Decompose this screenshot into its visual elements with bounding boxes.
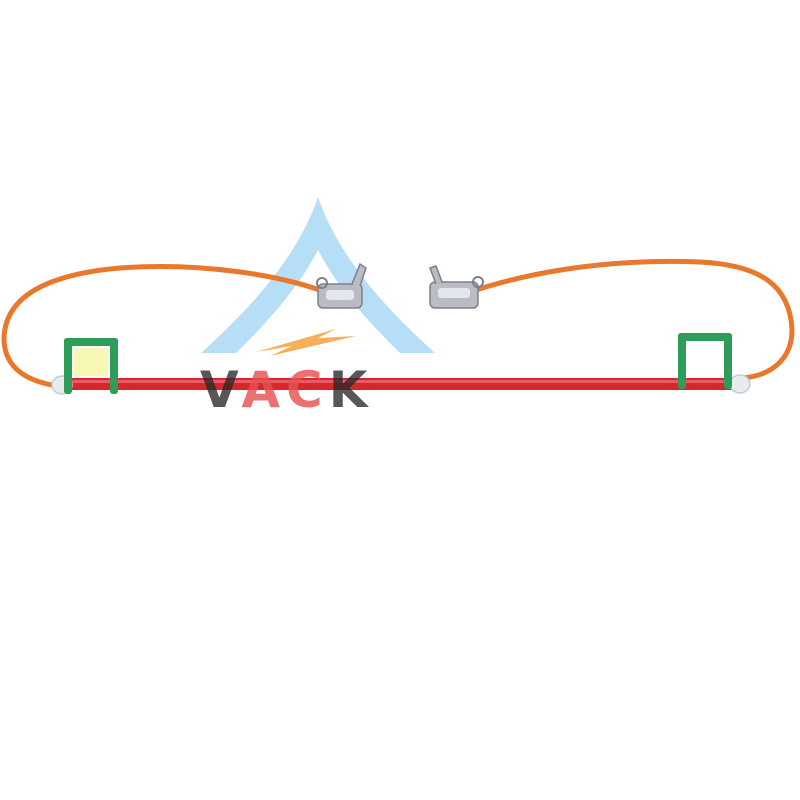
watermark-logo-text: VACK bbox=[200, 360, 440, 420]
watermark-letter-k: K bbox=[328, 361, 374, 419]
lightning-bolt-icon bbox=[256, 329, 356, 356]
right-cable bbox=[467, 258, 795, 381]
watermark-triangle-icon bbox=[201, 197, 435, 353]
rod-highlight bbox=[70, 380, 730, 383]
left-cable bbox=[1, 264, 328, 389]
watermark-letter-c: C bbox=[286, 361, 329, 419]
clamp-icon bbox=[429, 265, 484, 309]
clamp-icon bbox=[316, 262, 367, 309]
watermark-letter-v: V bbox=[200, 361, 242, 419]
right-end-cap bbox=[729, 374, 751, 394]
watermark-letter-a: A bbox=[241, 361, 287, 419]
bracket-icon bbox=[678, 333, 732, 389]
bracket-icon bbox=[64, 338, 118, 394]
